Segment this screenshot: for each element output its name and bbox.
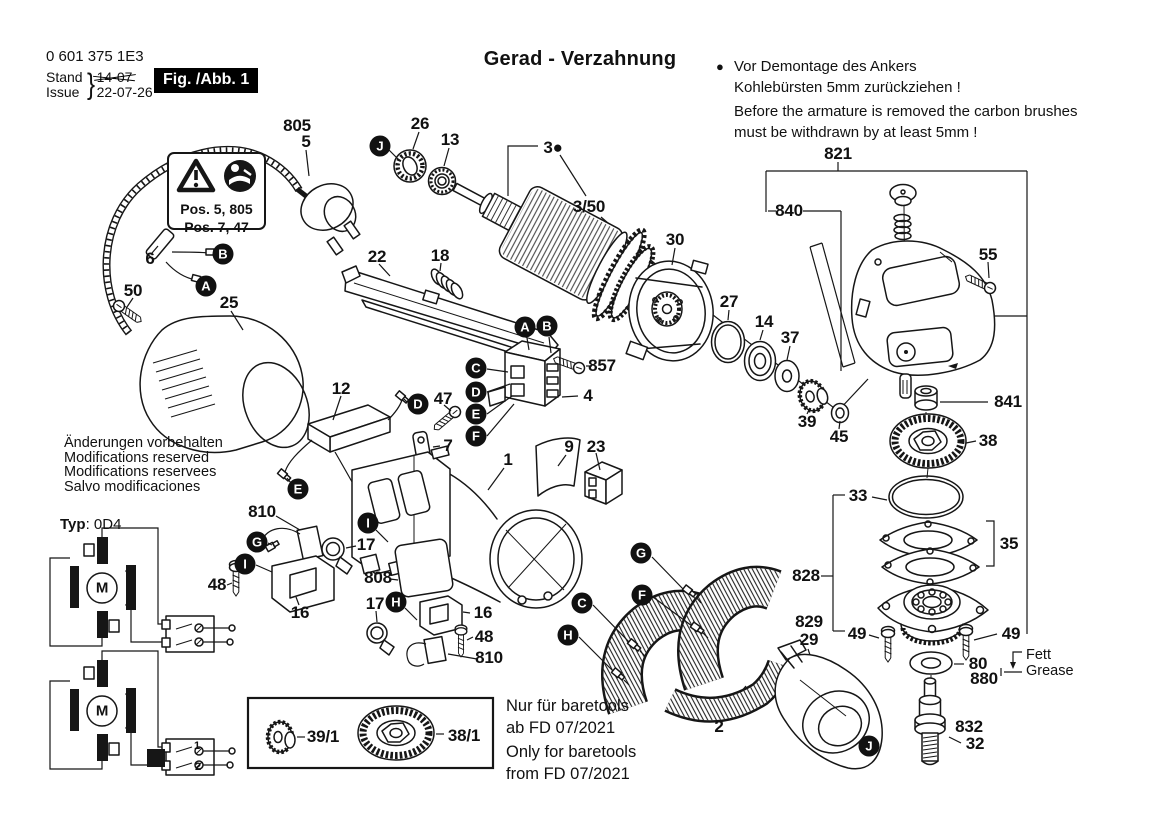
- label-plate-808: [389, 538, 454, 598]
- warning-pos-line1: Pos. 5, 805: [180, 201, 253, 217]
- screw-48-right: [454, 624, 468, 658]
- notice-en-line1: Before the armature is removed the carbo…: [734, 103, 1078, 120]
- insulation-sheet-9: [535, 437, 581, 497]
- read-manual-icon: [222, 158, 258, 199]
- warning-triangle-icon: [176, 158, 216, 199]
- header-block: 0 601 375 1E3 Stand Issue } 14-07 22-07-…: [46, 48, 153, 102]
- notice-de-line2: Kohlebürsten 5mm zurückziehen !: [734, 79, 961, 96]
- pinion-39: [797, 378, 829, 415]
- rear-housing-cap: [139, 310, 310, 454]
- wiring-schematic-top: [49, 527, 236, 653]
- date-old: 14-07: [96, 69, 133, 85]
- type-label-key: Typ: [60, 516, 86, 533]
- bearing-26: [388, 131, 427, 183]
- screw-49-right: [958, 623, 974, 661]
- stand-label: Stand: [46, 69, 83, 85]
- brush-holder-left: [226, 515, 389, 613]
- baretools-de-line1: Nur für baretools: [506, 697, 629, 715]
- type-label: Typ: 0D4: [60, 516, 121, 533]
- screw-48-left: [228, 559, 244, 597]
- gear-housing: [850, 183, 996, 399]
- o-ring-33: [888, 475, 964, 519]
- disclaimer-line: Modifications reservees: [64, 464, 217, 480]
- disclaimer-line: Salvo modificaciones: [64, 478, 201, 495]
- grease-de: Fett: [1026, 647, 1051, 663]
- type-label-value: : 0D4: [85, 516, 122, 533]
- baretools-de-line2: ab FD 07/2021: [506, 718, 616, 737]
- nut-45: [830, 402, 850, 430]
- bearing-flange-30: [625, 247, 714, 362]
- bearing-13: [427, 147, 457, 196]
- brace-glyph: }: [86, 68, 95, 101]
- brush-cap-23: [584, 452, 623, 505]
- disclaimer-line: Änderungen vorbehalten: [64, 435, 223, 451]
- armature: [452, 182, 686, 323]
- disclaimer-line: Modifications reserved: [64, 449, 210, 466]
- baretools-en-line2: from FD 07/2021: [506, 764, 630, 783]
- figure-label: Fig. /Abb. 1: [154, 68, 259, 93]
- warning-label: Pos. 5, 805 Pos. 7, 47: [167, 152, 266, 235]
- baretools-box: [246, 696, 495, 770]
- gaskets-35: [879, 520, 980, 586]
- spindle-832: [914, 677, 946, 766]
- baretools-note: Nur für baretools ab FD 07/2021 Only for…: [506, 696, 636, 785]
- grease-note: Fett Grease: [1026, 647, 1074, 679]
- screw-47: [430, 403, 464, 435]
- date-new: 22-07-26: [96, 84, 153, 100]
- notice-de-line1: Vor Demontage des Ankers: [734, 58, 917, 75]
- carbon-brush-notice: ● Vor Demontage des Ankers Kohlebürsten …: [716, 56, 1078, 143]
- revision-row: Stand Issue } 14-07 22-07-26: [46, 68, 153, 102]
- page-title: Gerad - Verzahnung: [483, 48, 677, 70]
- washer-80: [909, 651, 953, 680]
- crown-gear-38: [889, 413, 967, 469]
- part-number: 0 601 375 1E3: [46, 48, 144, 65]
- bullet-icon: ●: [716, 59, 724, 74]
- bearing-14: [743, 329, 777, 382]
- switch-4: [486, 336, 592, 437]
- brush-holder-right: [366, 595, 478, 667]
- mains-plug: [295, 149, 361, 256]
- modifications-disclaimer: Änderungen vorbehalten Modifications res…: [64, 436, 223, 494]
- issue-label: Issue: [46, 84, 80, 100]
- spring-18: [430, 262, 464, 300]
- grease-en: Grease: [1026, 662, 1074, 679]
- wiring-schematic-bottom: [49, 650, 236, 776]
- warning-pos-line2: Pos. 7, 47: [184, 219, 249, 235]
- notice-en-line2: must be withdrawn by at least 5mm !: [734, 124, 978, 141]
- field-coils: [578, 556, 793, 723]
- washer-37: [774, 345, 800, 393]
- screw-49-left: [880, 625, 896, 663]
- baretools-en-line1: Only for baretools: [506, 743, 637, 761]
- guard-829: [774, 639, 883, 770]
- flange-assembly-828: [877, 584, 989, 646]
- ring-27: [710, 309, 746, 364]
- switch-lever: [341, 263, 559, 363]
